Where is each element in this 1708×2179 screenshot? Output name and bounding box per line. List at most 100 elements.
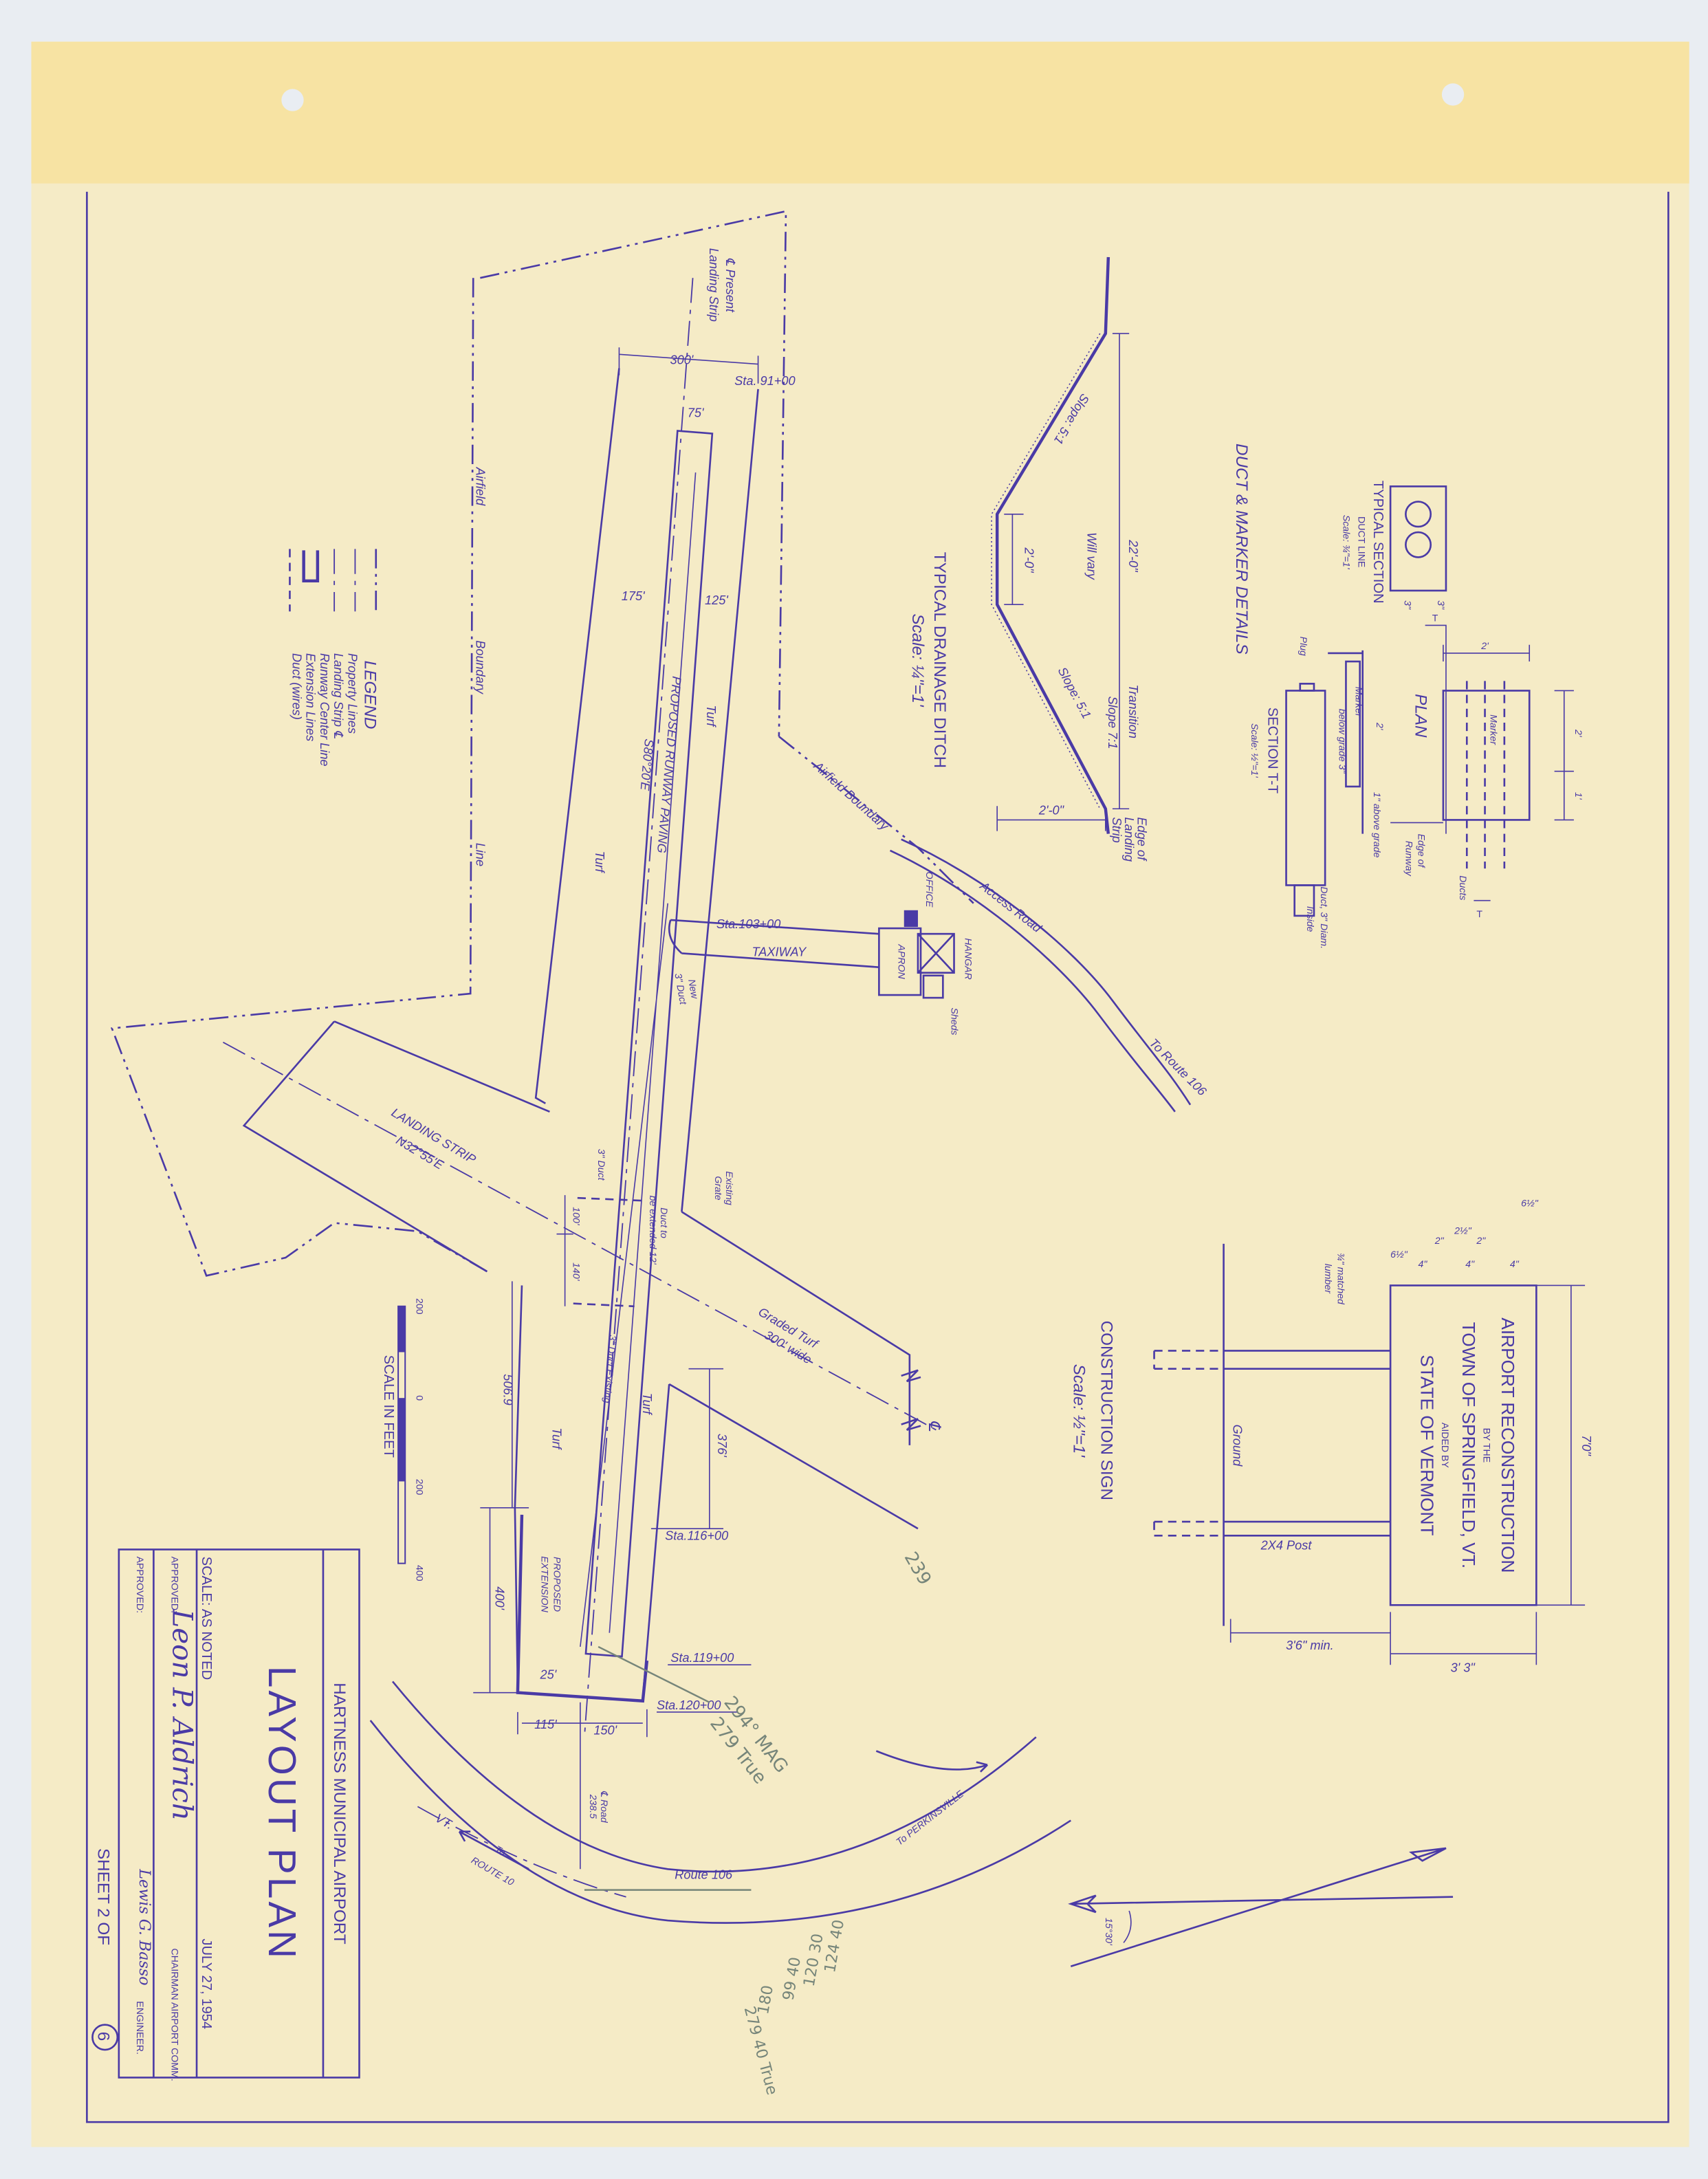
ditch-dim-bottom: 2'-0" <box>1022 547 1036 573</box>
below-grade: below grade 3" <box>1337 709 1348 774</box>
label-sheds: Sheds <box>949 1007 960 1035</box>
dim-140: 140' <box>571 1262 582 1282</box>
label-new-duct-2: 3" Duct <box>672 972 689 1006</box>
route-106-centerline <box>417 1806 626 1898</box>
dim-125: 125' <box>705 593 728 607</box>
ditch-transition: Transition <box>1126 685 1140 738</box>
role-engineer: ENGINEER. <box>135 2001 146 2055</box>
ditch-edge-1: Edge of <box>1135 817 1148 862</box>
label-taxiway: TAXIWAY <box>752 945 807 959</box>
label-road-cl-2: 238.5 <box>588 1794 599 1819</box>
sign-height: 7'0" <box>1579 1435 1593 1457</box>
crosswind-strip-outline <box>242 1020 919 1530</box>
label-turf-lower-right: Turf <box>640 1393 654 1416</box>
runway-paving <box>584 430 714 1658</box>
landing-strip-outline <box>514 368 759 1698</box>
scale-label: SCALE IN FEET <box>381 1355 396 1458</box>
sign-dims <box>1229 1284 1586 1665</box>
sign-title: CONSTRUCTION SIGN <box>1097 1321 1116 1500</box>
legend-item: Extension Lines <box>304 653 318 741</box>
dim-115: 115' <box>534 1718 557 1731</box>
dim-400: 400' <box>493 1586 507 1610</box>
marker-block <box>1345 660 1361 788</box>
sign-line-2: BY THE <box>1482 1428 1493 1463</box>
ditch-edge-2: Landing <box>1122 817 1136 862</box>
legend-item: Landing Strip ℄ <box>331 653 345 738</box>
sta-116: Sta.116+00 <box>665 1529 728 1542</box>
label-to-route-10: To <box>493 1843 507 1859</box>
dim-150: 150' <box>593 1723 617 1737</box>
section-tt-duct <box>1293 884 1315 917</box>
legend-item: Duct (wires) <box>289 653 303 720</box>
sheet-total-circle <box>91 2024 119 2051</box>
duct-inside: Inside <box>1305 906 1316 932</box>
plan-edge-runway-1: Edge of <box>1416 834 1427 869</box>
dim-376: 376' <box>715 1434 729 1457</box>
sta-120: Sta.120+00 <box>657 1698 721 1712</box>
sign-line-4: AIDED BY <box>1440 1423 1451 1469</box>
duct-marker-details: DUCT & MARKER DETAILS 3" 3" TYPICAL SECT… <box>1232 444 1584 949</box>
duct-title: DUCT & MARKER DETAILS <box>1232 444 1251 655</box>
ditch-title: TYPICAL DRAINAGE DITCH <box>930 552 949 768</box>
sign-lumber-2: lumber <box>1323 1264 1334 1294</box>
plug-label: Plug <box>1298 637 1309 656</box>
plan-ducts <box>1465 681 1506 869</box>
plan-dim-2-side: 2' <box>1573 729 1584 738</box>
sign-width: 3' 3" <box>1451 1661 1476 1674</box>
sign-post-label: 2X4 Post <box>1260 1538 1313 1552</box>
dim-100-140 <box>556 1195 573 1306</box>
airport-name: HARTNESS MUNICIPAL AIRPORT <box>330 1683 349 1945</box>
sign-dim: 4" <box>1419 1258 1428 1269</box>
sign-dim: 6½" <box>1390 1249 1408 1260</box>
runway-paving-inner <box>580 472 697 1647</box>
sign-line-1: AIRPORT RECONSTRUCTION <box>1498 1317 1518 1573</box>
label-road-cl: ℄ Road <box>599 1791 610 1824</box>
legend-line-extension <box>302 550 320 583</box>
plan-edge-runway-2: Runway <box>1403 841 1414 877</box>
duct-line: DUCT LINE <box>1357 516 1368 567</box>
legend-item: Property Lines <box>345 653 359 734</box>
sign-posts-buried <box>1153 1350 1224 1537</box>
label-turf-upper-right: Turf <box>704 705 718 727</box>
duct-section-box <box>1389 485 1447 592</box>
section-tt-plug <box>1299 683 1315 692</box>
plan-marker: Marker <box>1489 714 1500 745</box>
scale-tick: 400 <box>414 1565 425 1581</box>
strip-break-marks <box>901 1369 921 1431</box>
sign-dim: 2" <box>1434 1235 1445 1246</box>
paper-sheet <box>31 41 1689 2147</box>
ditch-slope-7: Slope 7:1 <box>1106 697 1119 749</box>
sign-dim: 6½" <box>1521 1197 1539 1208</box>
ditch-dims <box>996 333 1130 831</box>
crosswind-centerline <box>223 1041 939 1432</box>
label-turf-lower-left: Turf <box>549 1427 563 1450</box>
ditch-will-vary: Will vary <box>1085 532 1099 580</box>
plan-dims <box>1390 624 1574 901</box>
label-route-106: Route 106 <box>675 1868 733 1881</box>
section-tt-title: SECTION T-T <box>1264 708 1280 793</box>
typical-section: TYPICAL SECTION <box>1370 481 1386 604</box>
hangar <box>917 932 955 974</box>
approved-label-2: APPROVED: <box>135 1557 146 1613</box>
title-block: HARTNESS MUNICIPAL AIRPORT LAYOUT PLAN S… <box>91 1548 360 2081</box>
sheet-title: LAYOUT PLAN <box>261 1666 304 1961</box>
label-3in-duct: 3" Duct <box>596 1149 607 1181</box>
plan-t-mark: T <box>1432 612 1438 623</box>
dim-300: 300' <box>670 353 693 367</box>
sign-clearance: 3'6" min. <box>1286 1639 1334 1652</box>
route-106-road <box>369 1680 1072 1924</box>
hangar-cross <box>917 933 955 974</box>
label-present-strip: ℄ Present <box>723 258 737 313</box>
ditch-edge-3: Strip <box>1110 817 1124 842</box>
label-boundary-2: Boundary <box>473 640 487 694</box>
sign-ground-label: Ground <box>1231 1425 1245 1467</box>
ditch-dim-22: 22'-0" <box>1126 539 1140 573</box>
north-arrow: 15°30' <box>1068 1847 1454 1968</box>
legend-item: Runway Center Line <box>318 653 331 767</box>
ditch-scale: Scale: ¼"=1' <box>908 613 927 708</box>
label-duct-extend-2: be extended 12' <box>648 1196 659 1265</box>
approved-label-1: APPROVED: <box>170 1557 181 1613</box>
sign-dim: 2" <box>1476 1235 1486 1246</box>
sheet-total: 6 <box>94 2032 113 2041</box>
